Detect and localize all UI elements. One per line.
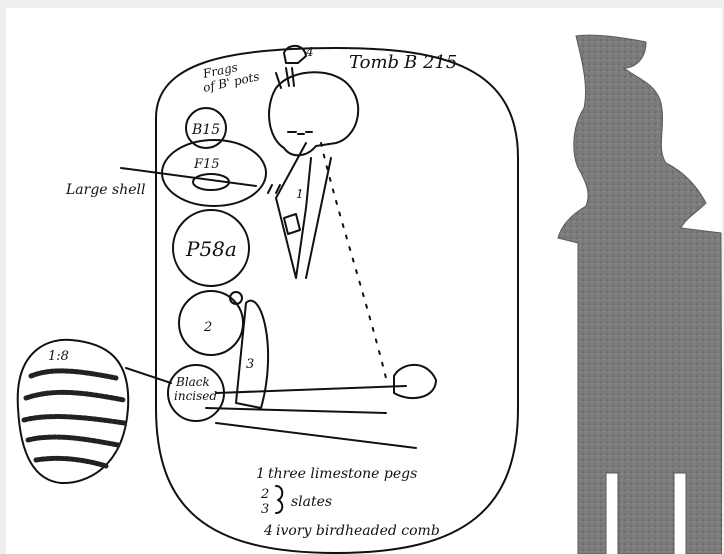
figure-panel: Tomb B 215 4 Frags of B' pots B15 F15 La… [6,8,722,554]
slate-palette-photo-icon [558,35,722,554]
palette-photo [6,8,722,554]
